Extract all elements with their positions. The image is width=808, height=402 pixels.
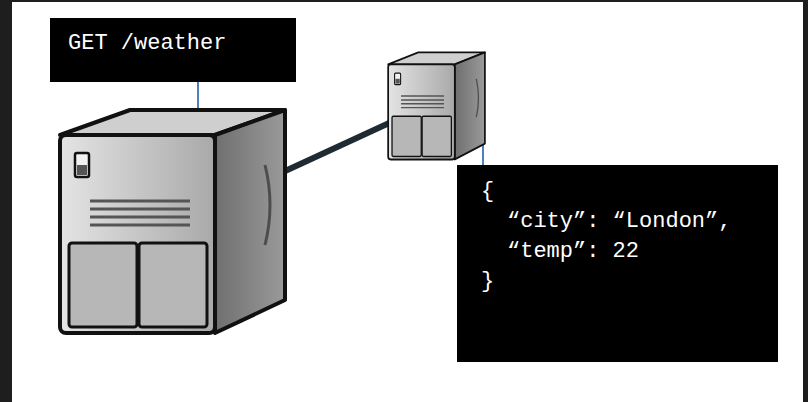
request-text: GET /weather (68, 29, 296, 59)
request-box: GET /weather (50, 18, 296, 82)
response-box: {“city”: “London”,“temp”: 22} (457, 165, 778, 362)
json-line: “city”: “London”, (481, 207, 778, 237)
json-line: “temp”: 22 (481, 237, 778, 267)
json-line: } (481, 267, 778, 297)
json-line: { (481, 177, 778, 207)
